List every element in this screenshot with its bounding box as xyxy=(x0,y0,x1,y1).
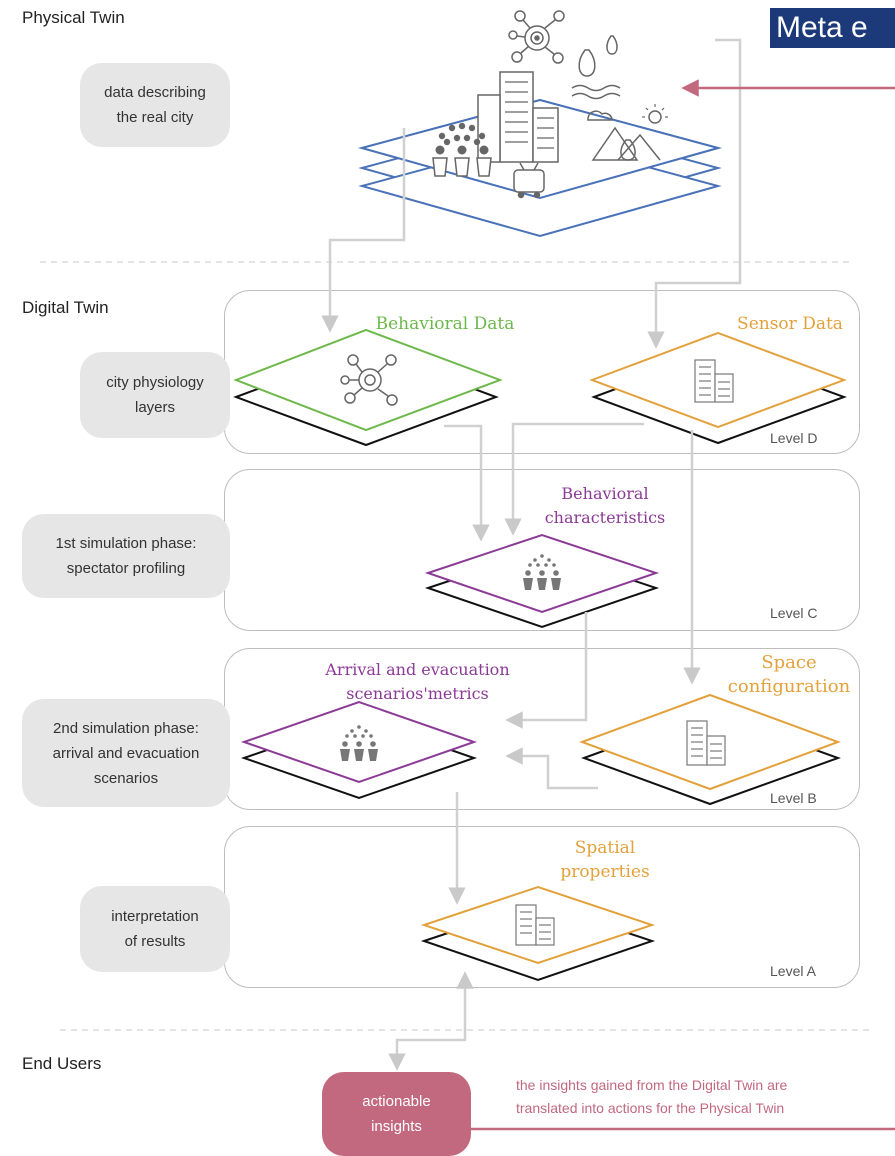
pill-real-city: data describing the real city xyxy=(80,63,230,147)
section-end-users: End Users xyxy=(22,1054,102,1073)
city-illustration-icon xyxy=(432,10,668,199)
level-a-label: Level A xyxy=(770,963,816,979)
meta-banner: Meta e xyxy=(770,8,895,48)
pill-sim-phase-1: 1st simulation phase: spectator profilin… xyxy=(22,514,230,598)
actionable-insights-pill: actionable insights xyxy=(322,1072,471,1156)
level-d-label: Level D xyxy=(770,430,818,446)
sensor-data-layer xyxy=(589,331,847,445)
title-space-configuration: Space configuration xyxy=(727,652,851,697)
building-icon xyxy=(515,904,555,946)
insights-note: the insights gained from the Digital Twi… xyxy=(516,1077,788,1116)
level-b-label: Level B xyxy=(770,790,817,806)
title-behavioral-data: Behavioral Data xyxy=(375,314,515,334)
title-sensor-data: Sensor Data xyxy=(737,314,843,334)
space-configuration-layer xyxy=(579,693,841,806)
title-behavioral-characteristics: Behavioral characteristics xyxy=(544,484,666,527)
title-arrival-metrics: Arrival and evacuation scenarios'metrics xyxy=(325,660,510,703)
crowd-icon xyxy=(340,725,378,761)
building-icon xyxy=(694,359,734,403)
behavioral-data-layer xyxy=(233,328,503,447)
arrow-city-to-behavioral xyxy=(321,128,406,333)
spatial-properties-layer xyxy=(420,885,656,982)
arrow-c-to-b xyxy=(505,612,588,729)
title-spatial-properties: Spatial properties xyxy=(560,838,650,882)
section-physical-twin: Physical Twin xyxy=(22,8,125,27)
arrow-city-to-sensor xyxy=(647,38,742,349)
building-icon xyxy=(686,720,726,766)
flow-arrows xyxy=(321,38,742,1071)
arrow-a-to-users xyxy=(388,971,474,1071)
behavioral-characteristics-layer xyxy=(424,533,660,629)
section-digital-twin: Digital Twin xyxy=(22,298,109,317)
arrow-space-to-b xyxy=(505,747,598,790)
arrow-sensor-to-c xyxy=(504,422,644,536)
pill-sim-phase-2: 2nd simulation phase: arrival and evacua… xyxy=(22,699,230,807)
feedback-arrows xyxy=(471,79,895,1131)
crowd-icon xyxy=(523,554,561,590)
arrival-metrics-layer xyxy=(240,700,478,800)
pill-interpretation: interpretation of results xyxy=(80,886,230,972)
level-c-label: Level C xyxy=(770,605,818,621)
arrow-behavioral-to-c xyxy=(444,424,490,542)
network-icon xyxy=(340,354,398,406)
pill-city-physiology: city physiology layers xyxy=(80,352,230,438)
